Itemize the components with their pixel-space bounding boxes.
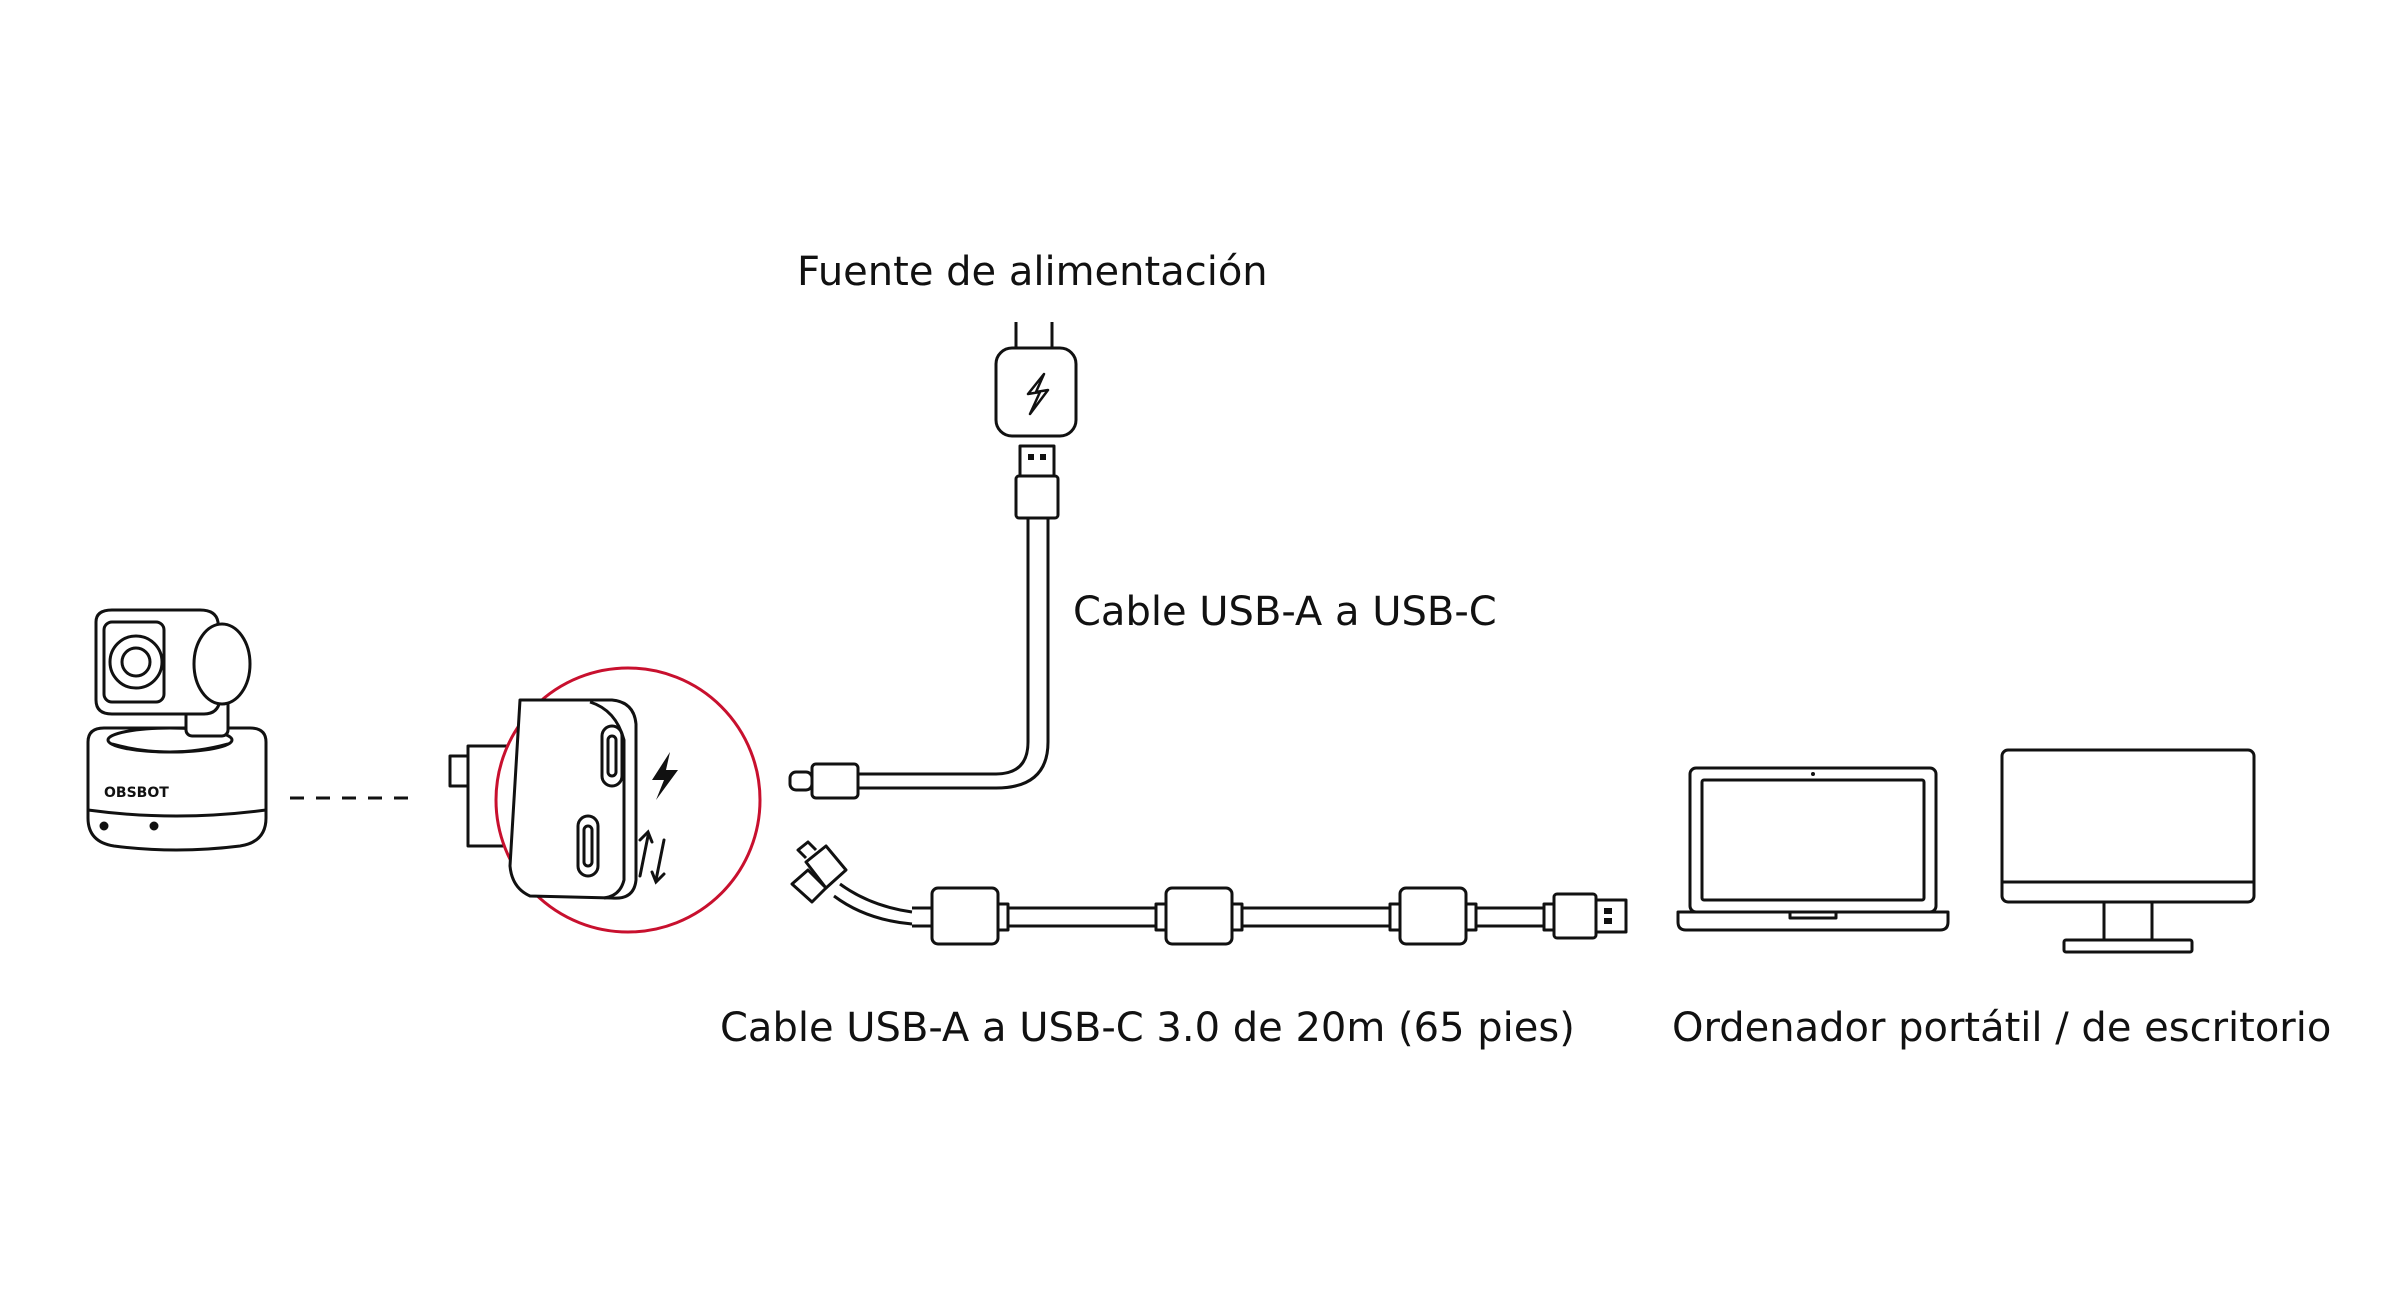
angled-usb-c-connector	[790, 840, 848, 904]
booster-box-3	[1398, 886, 1468, 946]
data-transfer-icon	[638, 829, 666, 885]
booster-box-2	[1164, 886, 1234, 946]
long-usb-cable	[790, 840, 1628, 946]
port-usb-c-top	[600, 724, 624, 788]
computer-label: Ordenador portátil / de escritorio	[1672, 1005, 2332, 1051]
short-cable-label: Cable USB-A a USB-C	[1073, 589, 1497, 635]
laptop-icon	[1676, 766, 1950, 932]
long-cable-label: Cable USB-A a USB-C 3.0 de 20m (65 pies)	[720, 1005, 1575, 1051]
adapter-magnified	[508, 698, 638, 900]
booster-box-1	[930, 886, 1000, 946]
port-usb-c-bottom	[576, 814, 600, 878]
power-supply-label: Fuente de alimentación	[797, 249, 1268, 295]
short-usb-cable	[788, 444, 1060, 800]
power-supply-lightning-icon	[1026, 372, 1050, 416]
desktop-monitor-icon	[2000, 748, 2256, 954]
usb-a-plug	[1552, 892, 1628, 940]
power-supply	[994, 322, 1078, 438]
camera-brand-text: OBSBOT	[104, 785, 169, 801]
ptz-camera: OBSBOT	[86, 608, 268, 852]
lightning-icon	[652, 752, 678, 800]
